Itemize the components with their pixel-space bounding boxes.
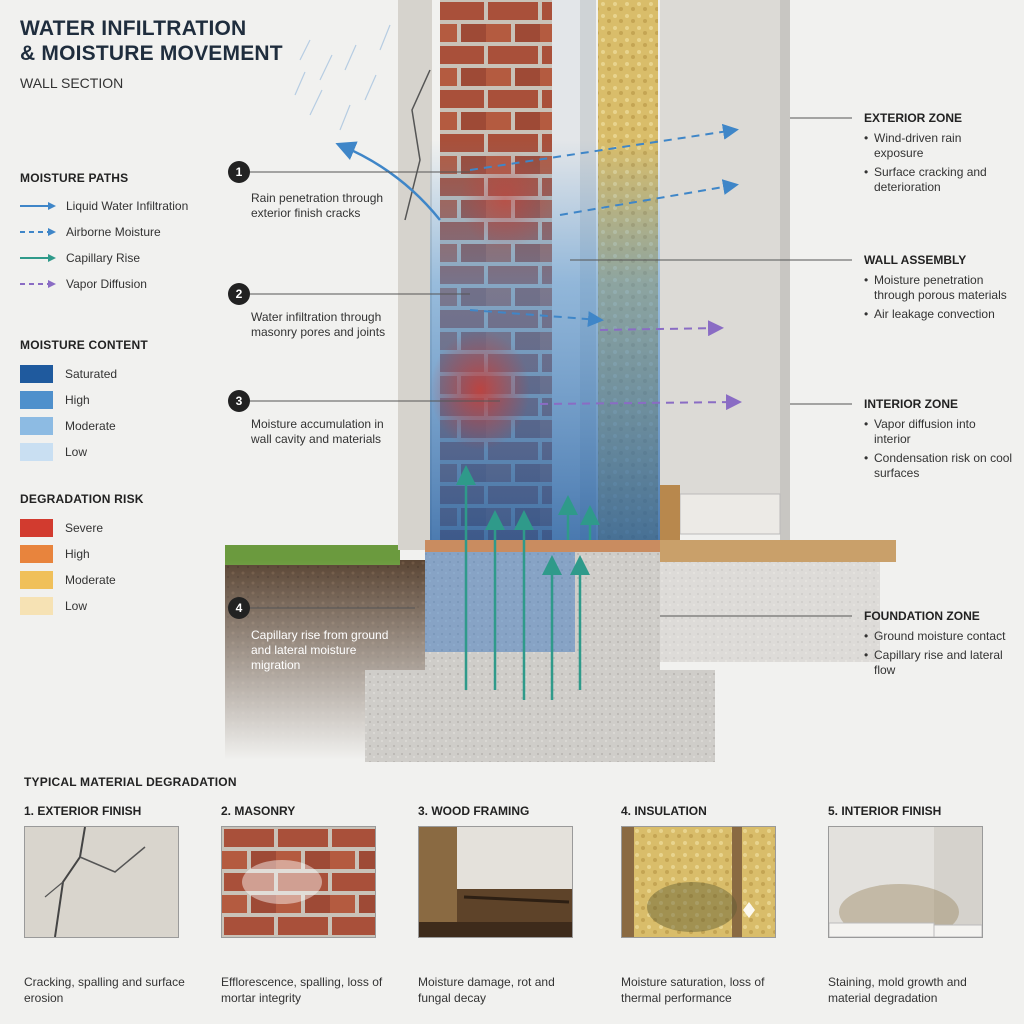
material-5-image — [828, 826, 983, 938]
legend-label: Saturated — [65, 367, 118, 381]
material-4-caption: Moisture saturation, loss of thermal per… — [621, 975, 765, 1005]
legend-label: Moderate — [65, 419, 116, 433]
legend-label: High — [65, 547, 90, 561]
zone-title: EXTERIOR ZONE — [864, 111, 963, 125]
zone-item: Surface cracking and deterioration — [864, 165, 1014, 195]
swatch-saturated — [20, 365, 53, 383]
callout-2-number: 2 — [228, 283, 250, 305]
zone-foundation: FOUNDATION ZONE Ground moisture contact … — [864, 609, 1014, 682]
legend-label: Moderate — [65, 573, 116, 587]
callout-4-number: 4 — [228, 597, 250, 619]
material-2-title: 2. MASONRY — [221, 804, 296, 818]
legend-label: Vapor Diffusion — [66, 277, 147, 291]
moisture-content-heading: MOISTURE CONTENT — [20, 338, 148, 352]
page-subtitle: WALL SECTION — [20, 75, 124, 91]
material-3-title: 3. WOOD FRAMING — [418, 804, 530, 818]
solid-blue-arrow-icon — [20, 202, 56, 210]
page-title: WATER INFILTRATION & MOISTURE MOVEMENT — [20, 16, 283, 66]
callout-3-text: Moisture accumulation in wall cavity and… — [251, 417, 384, 446]
zone-title: WALL ASSEMBLY — [864, 253, 967, 267]
callout-2-text: Water infiltration through masonry pores… — [251, 310, 386, 339]
zone-title: FOUNDATION ZONE — [864, 609, 980, 623]
dashed-purple-arrow-icon — [20, 280, 56, 288]
zone-exterior: EXTERIOR ZONE Wind-driven rain exposure … — [864, 111, 1014, 199]
material-5-title: 5. INTERIOR FINISH — [828, 804, 942, 818]
zone-wall-assembly: WALL ASSEMBLY Moisture penetration throu… — [864, 253, 1014, 326]
material-1-image — [24, 826, 179, 938]
legend-label: Low — [65, 599, 88, 613]
zone-item: Vapor diffusion into interior — [864, 417, 1014, 447]
zone-item: Ground moisture contact — [864, 629, 1014, 644]
swatch-low — [20, 597, 53, 615]
zone-item: Capillary rise and lateral flow — [864, 648, 1014, 678]
legend-liquid-water: Liquid Water Infiltration — [20, 197, 188, 215]
dashed-blue-arrow-icon — [20, 228, 56, 236]
moisture-paths-legend: Liquid Water Infiltration Airborne Moist… — [20, 197, 188, 293]
swatch-high — [20, 545, 53, 563]
swatch-moderate — [20, 571, 53, 589]
solid-teal-arrow-icon — [20, 254, 56, 262]
swatch-severe — [20, 519, 53, 537]
legend-label: Low — [65, 445, 88, 459]
moisture-content-legend: Saturated High Moderate Low — [20, 365, 117, 461]
legend-label: High — [65, 393, 90, 407]
zone-interior: INTERIOR ZONE Vapor diffusion into inter… — [864, 397, 1014, 485]
callout-3-number: 3 — [228, 390, 250, 412]
material-3-image — [418, 826, 573, 938]
material-2-image — [221, 826, 376, 938]
swatch-moderate — [20, 417, 53, 435]
zone-item: Wind-driven rain exposure — [864, 131, 1014, 161]
legend-label: Airborne Moisture — [66, 225, 161, 239]
wet-insulation-icon — [622, 827, 775, 937]
material-4-title: 4. INSULATION — [621, 804, 707, 818]
moisture-paths-heading: MOISTURE PATHS — [20, 171, 129, 185]
title-line-1: WATER INFILTRATION — [20, 17, 247, 40]
callout-1-number: 1 — [228, 161, 250, 183]
legend-label: Liquid Water Infiltration — [66, 199, 189, 213]
material-1-caption: Cracking, spalling and surface erosion — [24, 975, 185, 1005]
brick-efflorescence-icon — [222, 827, 375, 937]
zone-item: Condensation risk on cool surfaces — [864, 451, 1014, 481]
swatch-low — [20, 443, 53, 461]
legend-vapor: Vapor Diffusion — [20, 275, 188, 293]
material-2-caption: Efflorescence, spalling, loss of mortar … — [221, 975, 383, 1005]
material-4-image — [621, 826, 776, 938]
legend-label: Capillary Rise — [66, 251, 141, 265]
callout-4-text: Capillary rise from ground and lateral m… — [251, 628, 389, 672]
degradation-section-heading: TYPICAL MATERIAL DEGRADATION — [24, 775, 237, 789]
legend-airborne: Airborne Moisture — [20, 223, 188, 241]
zone-title: INTERIOR ZONE — [864, 397, 959, 411]
degradation-risk-heading: DEGRADATION RISK — [20, 492, 144, 506]
material-3-caption: Moisture damage, rot and fungal decay — [418, 975, 555, 1005]
callout-1-text: Rain penetration through exterior finish… — [251, 191, 384, 220]
degradation-risk-legend: Severe High Moderate Low — [20, 519, 116, 615]
cracked-stucco-icon — [44, 827, 146, 937]
legend-capillary: Capillary Rise — [20, 249, 188, 267]
title-line-2: & MOISTURE MOVEMENT — [20, 42, 283, 65]
swatch-high — [20, 391, 53, 409]
zone-item: Air leakage convection — [864, 307, 1014, 322]
zone-item: Moisture penetration through porous mate… — [864, 273, 1014, 303]
rotted-wood-icon — [419, 827, 572, 937]
material-1-title: 1. EXTERIOR FINISH — [24, 804, 142, 818]
legend-label: Severe — [65, 521, 104, 535]
material-5-caption: Staining, mold growth and material degra… — [828, 975, 967, 1005]
mold-stained-wall-icon — [829, 827, 982, 937]
